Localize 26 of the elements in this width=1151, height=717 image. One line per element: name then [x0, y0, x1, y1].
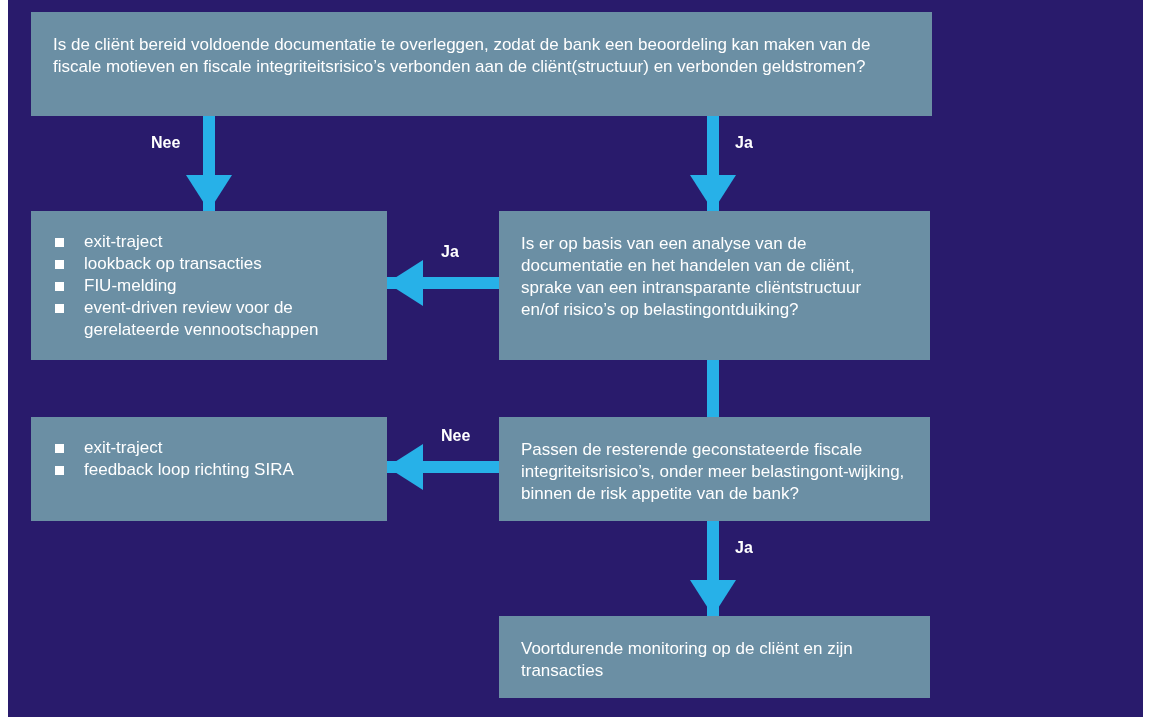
- list-item: event-driven review voor de gerelateerde vennootschappen: [84, 297, 320, 341]
- arrow: [387, 260, 499, 306]
- decision-box: [31, 12, 932, 116]
- arrow: [387, 444, 499, 490]
- action-box: [31, 417, 387, 521]
- box-text: Is de cliënt bereid voldoende documentatie te overleggen, zodat de bank een beoordeling kan maken van de fiscale motieven en fiscale integriteitsrisico’s verbonden aan de cliënt(structuur) en verbonden geldstromen?: [53, 34, 872, 78]
- arrow: [690, 116, 736, 211]
- arrow: [690, 521, 736, 616]
- list-item: exit-traject: [84, 231, 163, 253]
- box-text: Voortdurende monitoring op de cliënt en zijn transacties: [521, 638, 854, 682]
- edge-label: Nee: [441, 427, 471, 445]
- edge-label: Nee: [151, 134, 181, 152]
- list-item: lookback op transacties: [84, 253, 262, 275]
- box-text: Passen de resterende geconstateerde fiscale integriteitsrisico’s, onder meer belastingont-wijking, binnen de risk appetite van de bank?: [521, 439, 906, 505]
- list-item: FIU-melding: [84, 275, 177, 297]
- action-box: [31, 211, 387, 360]
- process-box: [499, 616, 930, 698]
- list-item: exit-traject: [84, 437, 163, 459]
- box-text: Is er op basis van een analyse van de documentatie en het handelen van de cliënt, sprake van een intransparante cliëntstructuur en/of risico’s op belastingontduiking?: [521, 233, 863, 321]
- decision-box: [499, 211, 930, 360]
- edge-label: Ja: [735, 134, 753, 152]
- edge-label: Ja: [735, 539, 753, 557]
- edge-label: Ja: [441, 243, 459, 261]
- decision-box: [499, 417, 930, 521]
- list-item: feedback loop richting SIRA: [84, 459, 294, 481]
- arrow: [186, 116, 232, 211]
